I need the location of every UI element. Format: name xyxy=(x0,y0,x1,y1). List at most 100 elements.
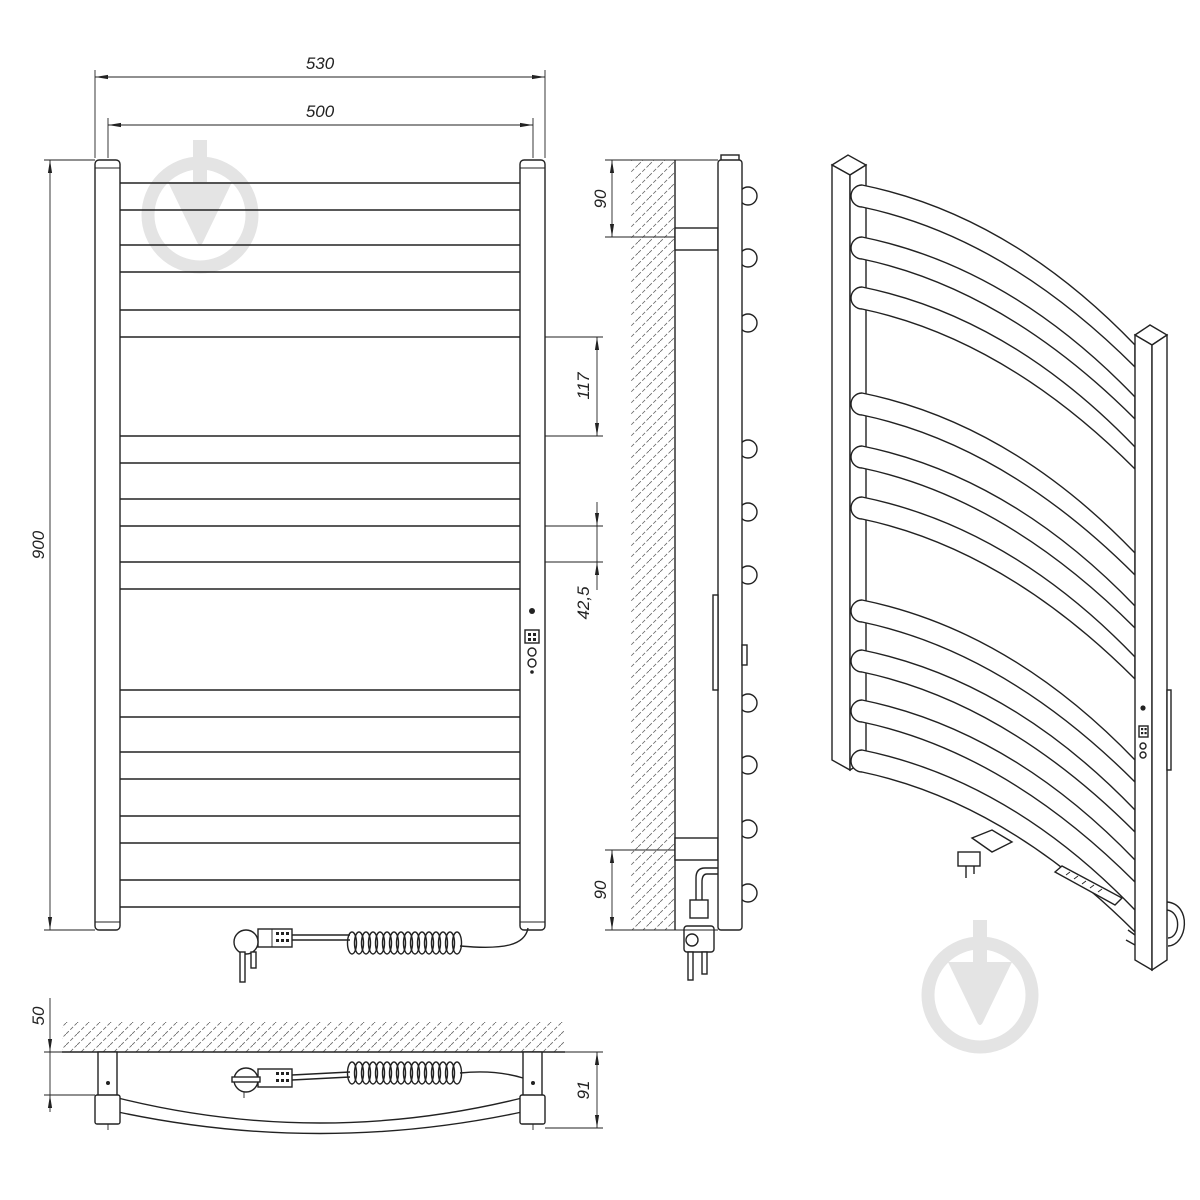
front-left-rail xyxy=(94,159,121,931)
coil-loop xyxy=(402,931,414,955)
front-towel-bar xyxy=(120,751,520,780)
side-bar-ends xyxy=(738,186,758,903)
side-view xyxy=(630,154,758,981)
top-curved-bar xyxy=(117,1097,523,1124)
brand-watermark-icon xyxy=(921,920,1039,1054)
dimension-label: 50 xyxy=(29,1006,48,1025)
coil-loop xyxy=(367,1061,379,1085)
dimension-label: 500 xyxy=(306,102,335,121)
coil-loop xyxy=(416,931,428,955)
brand-watermark-icon xyxy=(141,140,259,274)
perspective-towel-bar xyxy=(850,599,1136,784)
perspective-towel-bar xyxy=(850,649,1136,834)
dimension-bar-length: 500 xyxy=(107,102,534,158)
front-towel-bar xyxy=(120,244,520,273)
coil-loop xyxy=(451,1061,463,1085)
control-panel-icon xyxy=(524,608,540,674)
power-plug-icon xyxy=(683,867,718,981)
top-right-post xyxy=(519,1051,546,1130)
spiral-cable xyxy=(346,1061,463,1085)
coil-loop xyxy=(402,1061,414,1085)
side-bottom-bracket xyxy=(674,837,719,861)
coil-loop xyxy=(437,931,449,955)
coil-loop xyxy=(360,931,372,955)
perspective-towel-bar xyxy=(850,236,1136,421)
coil-loop xyxy=(430,931,442,955)
coil-loop xyxy=(381,931,393,955)
control-panel-icon xyxy=(1138,705,1149,759)
coil-loop xyxy=(430,1061,442,1085)
coil-loop xyxy=(388,1061,400,1085)
wall-section xyxy=(62,1022,565,1052)
perspective-towel-bar xyxy=(850,392,1136,577)
dimension-label: 91 xyxy=(574,1081,593,1100)
coil-loop xyxy=(416,1061,428,1085)
perspective-towel-bar xyxy=(850,749,1136,934)
dimension-overall-width: 530 xyxy=(94,54,546,158)
side-top-bracket xyxy=(674,227,719,251)
coil-loop xyxy=(395,931,407,955)
coil-loop xyxy=(374,931,386,955)
coil-loop xyxy=(395,1061,407,1085)
heating-element-housing xyxy=(1053,865,1124,906)
perspective-towel-bar xyxy=(850,699,1136,884)
perspective-view xyxy=(830,154,1186,972)
coil-loop xyxy=(346,931,358,955)
perspective-right-rail xyxy=(1133,324,1172,972)
power-plug-icon xyxy=(1125,901,1186,947)
dimension-side-bottom: 90 xyxy=(591,849,718,931)
dimension-side-top: 90 xyxy=(591,159,718,238)
coil-loop xyxy=(451,931,463,955)
coil-loop xyxy=(381,1061,393,1085)
front-towel-bar xyxy=(120,182,520,211)
front-towel-bars xyxy=(120,182,520,908)
dimension-bar-spacing: 42,5 xyxy=(545,502,603,620)
side-control-panel xyxy=(741,644,748,666)
dimension-label: 90 xyxy=(591,189,610,208)
dimension-top-left: 50 xyxy=(29,998,95,1112)
coil-loop xyxy=(360,1061,372,1085)
front-right-rail xyxy=(519,159,546,931)
wall-bracket xyxy=(957,829,1014,878)
dimension-label: 117 xyxy=(574,372,593,400)
front-towel-bar xyxy=(120,879,520,908)
top-view xyxy=(62,1022,565,1135)
dimension-label: 42,5 xyxy=(574,586,593,620)
perspective-towel-bar xyxy=(850,445,1136,630)
dimension-label: 90 xyxy=(591,880,610,899)
front-towel-bar xyxy=(120,561,520,590)
coil-loop xyxy=(423,1061,435,1085)
power-plug-icon xyxy=(233,927,529,983)
side-rail xyxy=(717,159,743,931)
coil-loop xyxy=(374,1061,386,1085)
coil-loop xyxy=(353,931,365,955)
dimension-overall-height: 900 xyxy=(29,159,95,931)
coil-loop xyxy=(444,1061,456,1085)
coil-loop xyxy=(353,1061,365,1085)
perspective-towel-bar xyxy=(850,286,1136,471)
dimension-label: 530 xyxy=(306,54,335,73)
coil-loop xyxy=(346,1061,358,1085)
front-towel-bar xyxy=(120,309,520,338)
dimension-top-depth: 91 xyxy=(545,1051,603,1129)
dimension-bar-group-gap: 117 xyxy=(545,336,603,437)
front-towel-bar xyxy=(120,815,520,844)
wall-section xyxy=(630,160,675,930)
coil-loop xyxy=(409,931,421,955)
coil-loop xyxy=(437,1061,449,1085)
top-left-post xyxy=(94,1051,121,1130)
coil-loop xyxy=(423,931,435,955)
top-curved-bar xyxy=(117,1111,523,1135)
heating-element-housing xyxy=(712,594,719,691)
spiral-cable xyxy=(346,931,463,955)
front-view xyxy=(94,159,546,983)
perspective-towel-bars xyxy=(850,184,1136,934)
coil-loop xyxy=(409,1061,421,1085)
perspective-towel-bar xyxy=(850,184,1136,369)
front-towel-bar xyxy=(120,689,520,718)
front-towel-bar xyxy=(120,498,520,527)
power-plug-icon xyxy=(231,1061,524,1098)
perspective-towel-bar xyxy=(850,496,1136,681)
coil-loop xyxy=(388,931,400,955)
